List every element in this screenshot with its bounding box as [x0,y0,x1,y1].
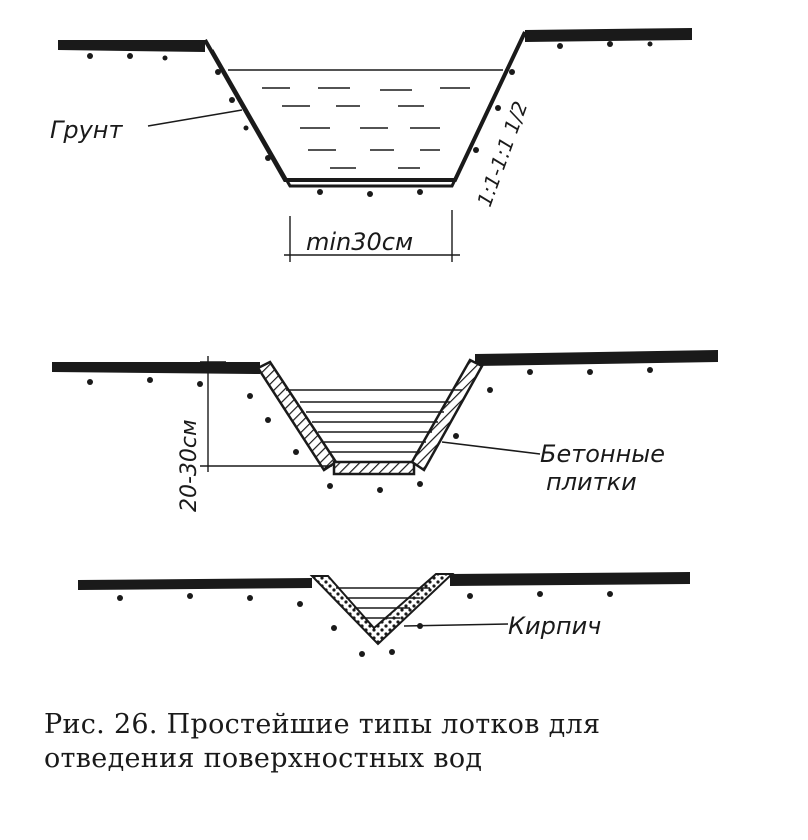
concrete-slab-right [410,358,484,472]
brick-leader-line [403,623,509,627]
ground-surface-right-2 [475,350,718,366]
caption-line-1: Рис. 26. Простейшие типы лотков для [44,709,601,740]
ground-surface-right [525,28,692,42]
brick-label: Кирпич [508,612,601,640]
soil-label: Грунт [50,116,124,144]
concrete-label-line1: Бетонные [540,440,665,468]
ground-surface-right-3 [450,572,690,586]
concrete-label-line2: плитки [546,468,637,496]
concrete-leader-line [441,441,541,455]
water-hatch [262,87,470,169]
ground-surface-left-3 [78,578,312,590]
min-width-label: min30см [306,228,413,256]
soil-leader-line [147,109,243,127]
brick-channel: Кирпич [78,572,690,657]
caption-line-2: отведения поверхностных вод [44,743,483,774]
channel-types-diagram: Грунт 1:1-1:1 1/2 min30см 20-30см [50,28,718,657]
water-hatch-3 [346,597,420,619]
earth-channel: Грунт 1:1-1:1 1/2 min30см [50,28,692,262]
soil-texture [87,41,653,197]
soil-rim [210,41,522,188]
soil-texture-2 [87,367,653,493]
ground-surface-left-2 [52,362,260,374]
brick-lining [309,573,455,646]
water-hatch-2 [300,401,450,453]
concrete-slab-channel: 20-30см Бетонные плитки [52,350,718,512]
figure-caption: Рис. 26. Простейшие типы лотков для отве… [44,708,764,776]
ground-surface-left [58,40,205,52]
channel-profile [203,31,527,182]
depth-label: 20-30см [177,419,202,512]
concrete-slab-bottom [332,460,416,476]
slope-ratio-label: 1:1-1:1 1/2 [472,98,532,210]
